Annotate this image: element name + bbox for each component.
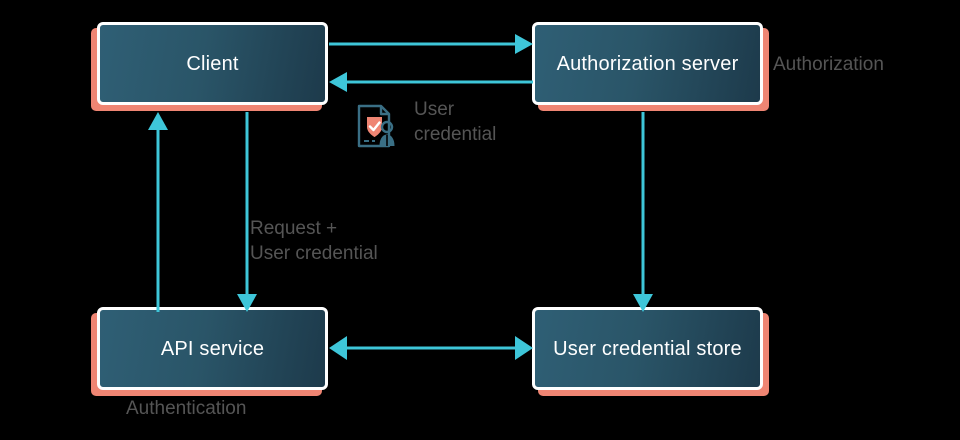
- annotation-user-credential: User credential: [414, 99, 497, 146]
- node-label-authorization-server: Authorization server: [556, 52, 739, 75]
- arrow-api-service-cred-store: [329, 336, 533, 360]
- node-label-user-credential-store: User credential store: [553, 337, 742, 360]
- annotation-authentication: Authentication: [126, 398, 247, 419]
- arrow-client-to-api-service: [237, 112, 257, 312]
- arrow-auth-server-to-cred-store: [633, 112, 653, 312]
- arrow-client-to-auth-server: [329, 34, 533, 54]
- node-body: User credential store: [532, 307, 763, 390]
- node-user-credential-store[interactable]: User credential store: [532, 307, 769, 396]
- node-body: Client: [97, 22, 328, 105]
- node-body: Authorization server: [532, 22, 763, 105]
- arrow-auth-server-to-client: [329, 72, 533, 92]
- annotation-request-plus-user-credential: Request + User credential: [250, 218, 378, 265]
- arrow-api-service-to-client: [148, 112, 168, 312]
- node-body: API service: [97, 307, 328, 390]
- node-authorization-server[interactable]: Authorization server: [532, 22, 769, 111]
- annotation-authorization: Authorization: [773, 54, 884, 75]
- node-label-api-service: API service: [160, 337, 265, 360]
- node-client[interactable]: Client: [91, 22, 328, 111]
- user-credential-icon: [356, 103, 398, 149]
- node-label-client: Client: [186, 52, 239, 75]
- node-api-service[interactable]: API service: [91, 307, 328, 396]
